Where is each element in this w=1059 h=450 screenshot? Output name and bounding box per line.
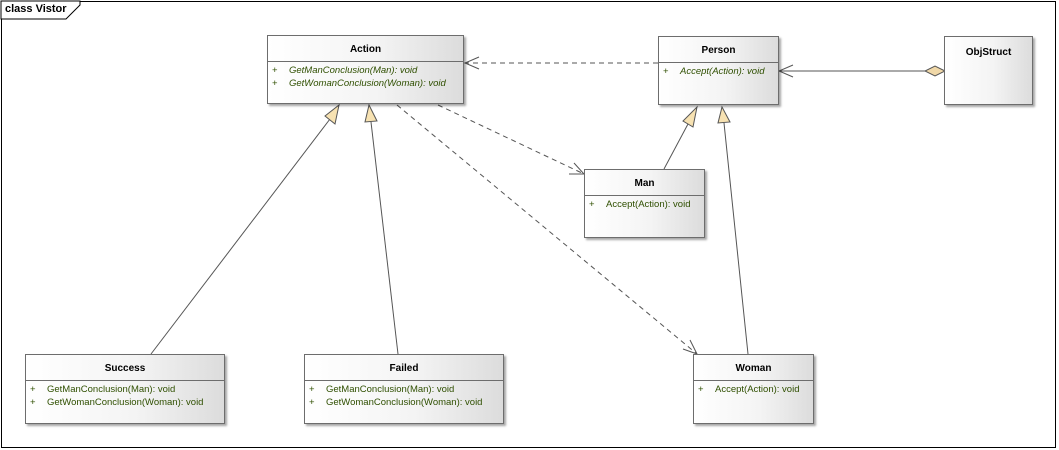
generalization-arrowhead	[717, 105, 731, 124]
operation-signature: GetManConclusion(Man): void	[289, 65, 418, 76]
operation-signature: Accept(Action): void	[680, 66, 765, 77]
class-success[interactable]: Success + GetManConclusion(Man): void + …	[25, 354, 225, 424]
generalization-woman-to-person	[717, 105, 749, 355]
operation-signature: GetWomanConclusion(Woman): void	[326, 397, 483, 408]
operation: + Accept(Action): void	[659, 65, 778, 78]
operation: + Accept(Action): void	[585, 198, 704, 211]
generalization-arrowhead	[324, 103, 340, 125]
class-name: Failed	[305, 355, 503, 381]
visibility-marker: +	[272, 78, 278, 89]
class-action[interactable]: Action + GetManConclusion(Man): void + G…	[267, 35, 464, 104]
visibility-marker: +	[663, 66, 669, 77]
visibility-marker: +	[698, 384, 704, 395]
class-name: Success	[26, 355, 224, 381]
operations-compartment: + Accept(Action): void	[585, 196, 704, 211]
frame-title: class Vistor	[5, 3, 67, 15]
operations-compartment: + GetManConclusion(Man): void + GetWoman…	[305, 381, 503, 409]
operation-signature: GetWomanConclusion(Woman): void	[289, 78, 446, 89]
visibility-marker: +	[309, 384, 315, 395]
class-failed[interactable]: Failed + GetManConclusion(Man): void + G…	[304, 354, 504, 424]
class-person[interactable]: Person + Accept(Action): void	[658, 36, 779, 105]
generalization-man-to-person	[663, 105, 698, 170]
operation-signature: GetManConclusion(Man): void	[326, 384, 455, 395]
dependency-person-to-action	[463, 56, 658, 70]
operation-signature: GetManConclusion(Man): void	[47, 384, 176, 395]
aggregation-objstruct-to-person	[777, 64, 947, 78]
operation-signature: Accept(Action): void	[606, 199, 691, 210]
class-name: Person	[659, 37, 778, 63]
class-name: Man	[585, 170, 704, 196]
class-woman[interactable]: Woman + Accept(Action): void	[693, 354, 814, 424]
operation: + GetWomanConclusion(Woman): void	[268, 77, 463, 90]
class-objstruct[interactable]: ObjStruct	[944, 36, 1033, 105]
generalization-success-to-action	[150, 103, 340, 355]
visibility-marker: +	[30, 397, 36, 408]
operations-compartment: + Accept(Action): void	[694, 381, 813, 396]
generalization-failed-to-action	[364, 103, 399, 355]
operation: + GetWomanConclusion(Woman): void	[305, 396, 503, 409]
visibility-marker: +	[309, 397, 315, 408]
operation: + GetManConclusion(Man): void	[26, 383, 224, 396]
frame-tab	[0, 0, 81, 20]
operation: + GetManConclusion(Man): void	[305, 383, 503, 396]
visibility-marker: +	[589, 199, 595, 210]
aggregation-diamond	[923, 65, 947, 77]
dependency-action-to-man	[437, 104, 586, 175]
class-name: Action	[268, 36, 463, 62]
operation-signature: GetWomanConclusion(Woman): void	[47, 397, 204, 408]
generalization-arrowhead	[364, 103, 378, 123]
operation: + GetManConclusion(Man): void	[268, 64, 463, 77]
operations-compartment: + GetManConclusion(Man): void + GetWoman…	[268, 62, 463, 90]
operations-compartment: + Accept(Action): void	[659, 63, 778, 78]
class-man[interactable]: Man + Accept(Action): void	[584, 169, 705, 238]
visibility-marker: +	[272, 65, 278, 76]
generalization-arrowhead	[682, 105, 698, 128]
class-name: Woman	[694, 355, 813, 381]
operation: + GetWomanConclusion(Woman): void	[26, 396, 224, 409]
operation-signature: Accept(Action): void	[715, 384, 800, 395]
visibility-marker: +	[30, 384, 36, 395]
operation: + Accept(Action): void	[694, 383, 813, 396]
class-name: ObjStruct	[965, 47, 1012, 58]
operations-compartment: + GetManConclusion(Man): void + GetWoman…	[26, 381, 224, 409]
